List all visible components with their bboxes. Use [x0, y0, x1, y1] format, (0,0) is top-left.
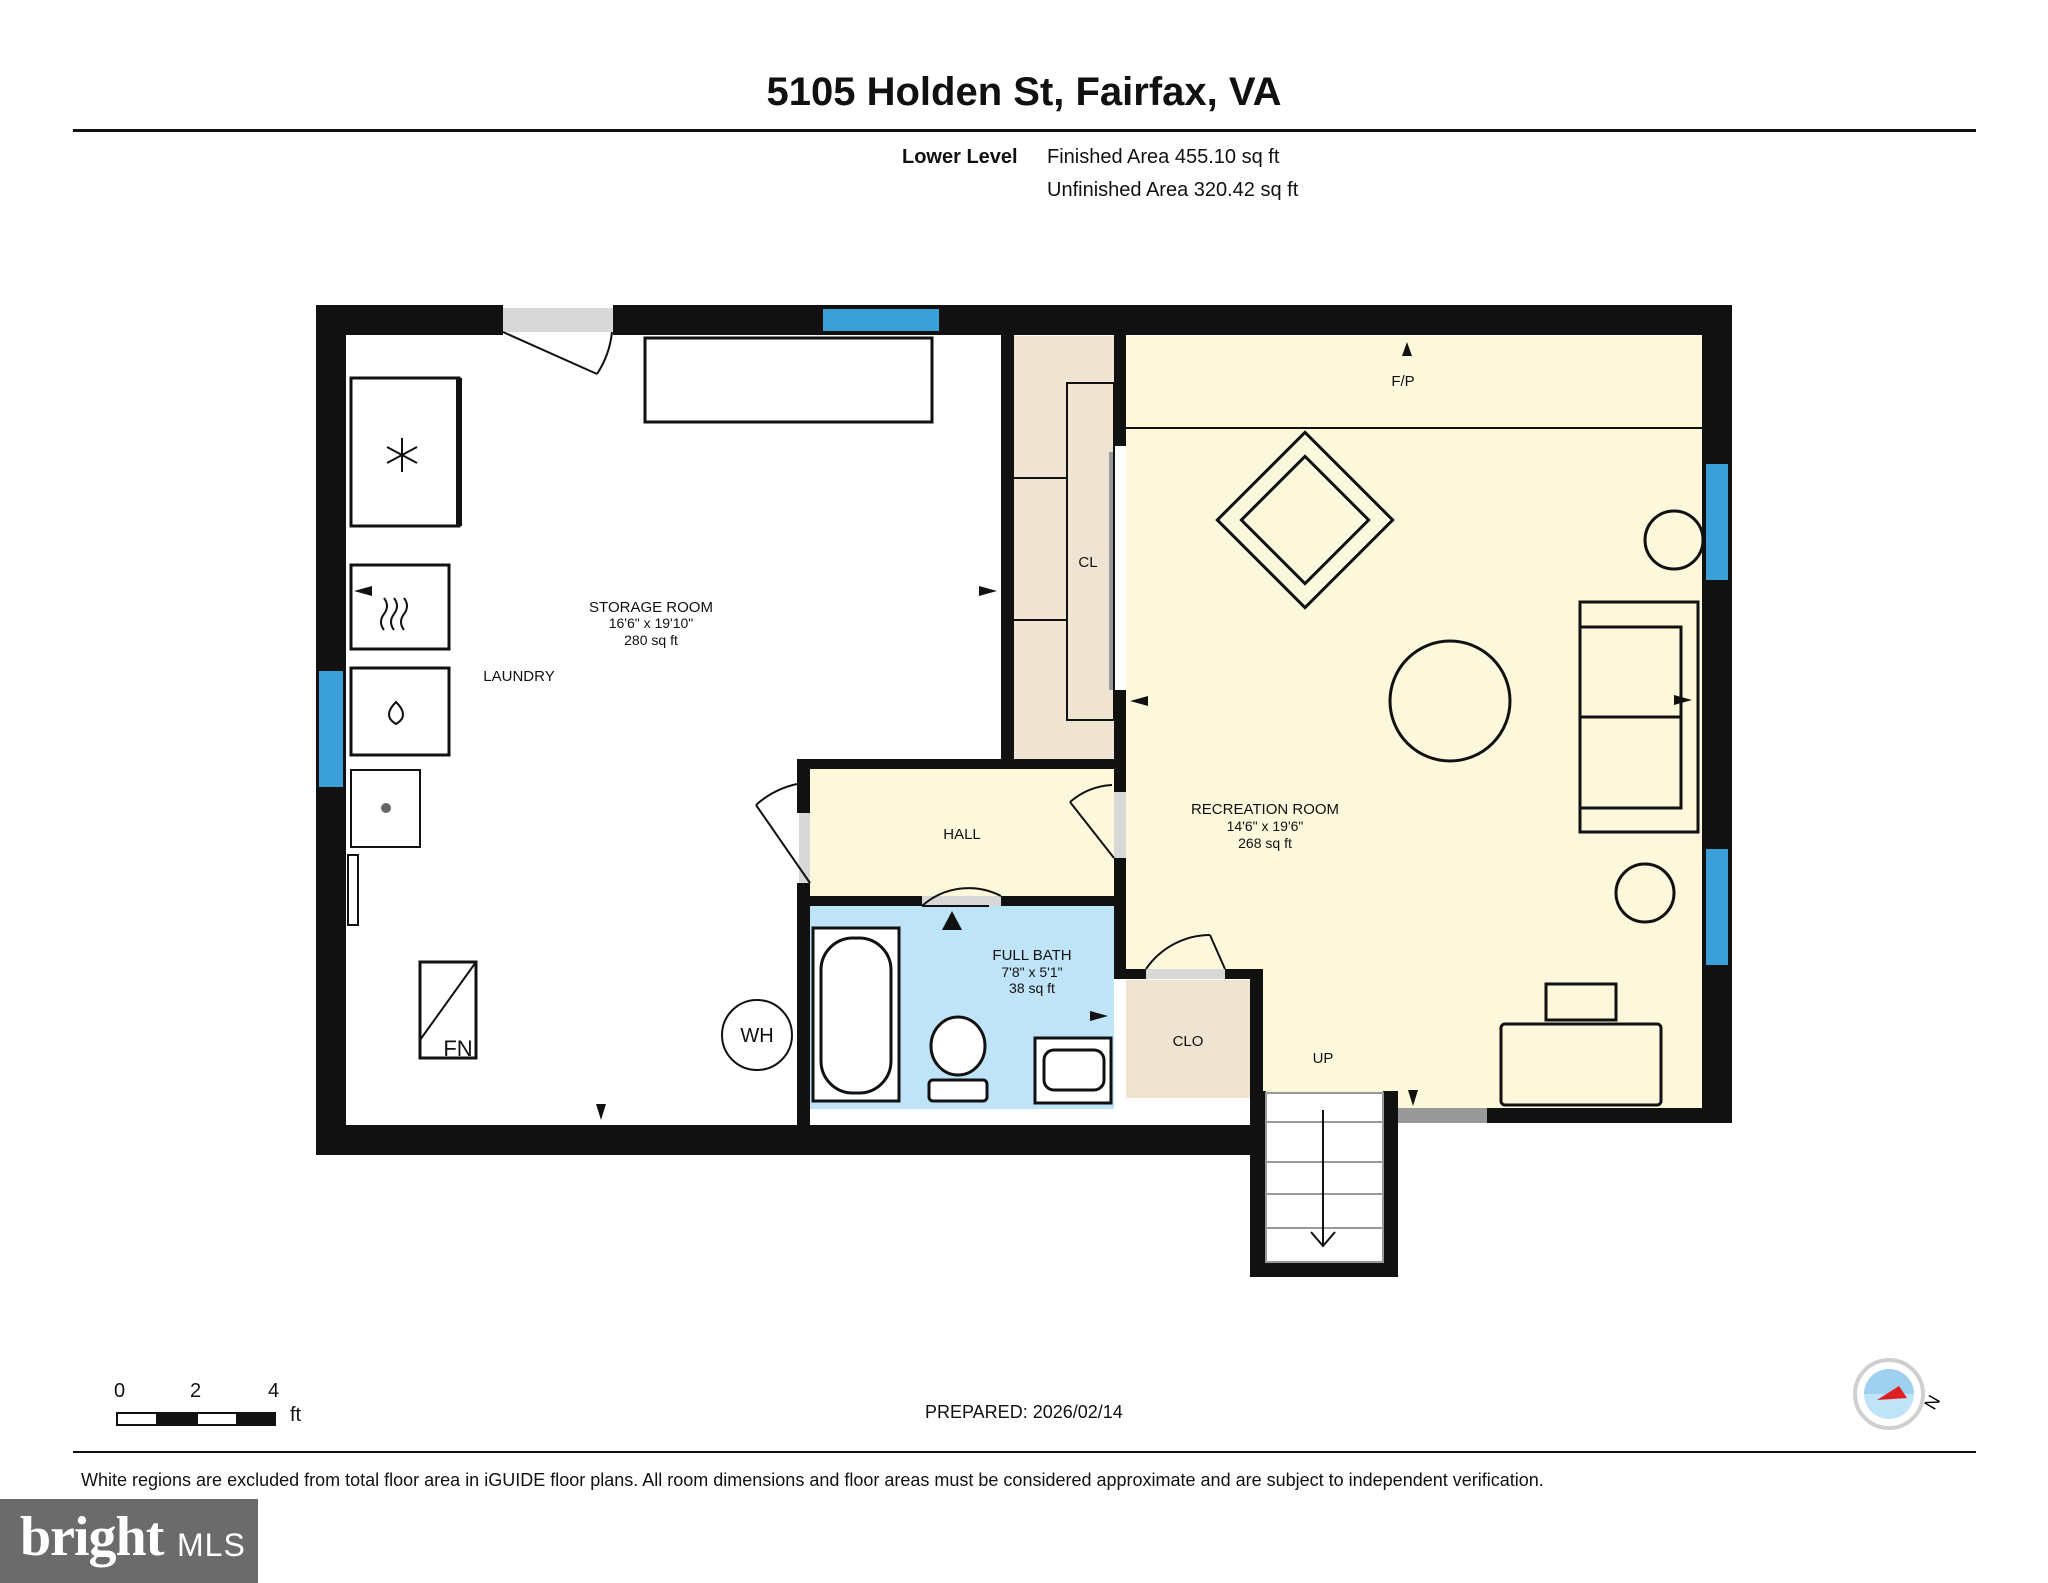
recreation-room-area: 268 sq ft: [1238, 835, 1292, 851]
compass-icon: N: [1851, 1356, 1944, 1451]
scale-tick-4: 4: [268, 1380, 280, 1402]
logo-word: bright: [20, 1506, 164, 1568]
doors: [502, 308, 1487, 1123]
furnace-label: FN: [443, 1036, 472, 1061]
clo-label: CLO: [1173, 1033, 1204, 1050]
scale-tick-0: 0: [114, 1380, 126, 1402]
laundry-fixtures: [347, 336, 934, 1071]
laundry-label: LAUNDRY: [483, 668, 554, 685]
scale-tick-2: 2: [190, 1380, 202, 1402]
disclaimer-text: White regions are excluded from total fl…: [81, 1470, 1544, 1490]
scale-unit: ft: [290, 1404, 302, 1426]
logo-mls: MLS: [177, 1527, 246, 1563]
storage-room-dims: 16'6" x 19'10": [609, 615, 694, 631]
title-rule: [73, 129, 1976, 132]
clo-fill: [1126, 980, 1250, 1098]
walls: [316, 305, 1732, 1277]
bath-fixtures: [811, 926, 1113, 1105]
closet-shelving: [1014, 382, 1115, 721]
recreation-room-dims: 14'6" x 19'6": [1227, 818, 1304, 834]
bath-area: 38 sq ft: [1009, 980, 1055, 996]
bright-mls-logo: bright MLS: [0, 1499, 258, 1583]
direction-arrows: [354, 342, 1692, 1120]
water-heater-label: WH: [740, 1025, 773, 1047]
sink-drain-icon: [381, 803, 391, 813]
hall-label: HALL: [943, 826, 981, 843]
recreation-furniture: [1215, 430, 1705, 1107]
prepared-date: PREPARED: 2026/02/14: [925, 1402, 1123, 1422]
recreation-room-name: RECREATION ROOM: [1191, 801, 1339, 818]
washer-drop-icon: [388, 700, 404, 726]
footer-rule: [73, 1451, 1976, 1453]
freezer-icon: [386, 438, 418, 472]
page-title: 5105 Holden St, Fairfax, VA: [766, 70, 1282, 114]
hall-fill: [810, 766, 1114, 898]
stairs: [1265, 1092, 1384, 1263]
fireplace-label: F/P: [1391, 373, 1414, 390]
storage-room-area: 280 sq ft: [624, 632, 678, 648]
closet-label: CL: [1078, 554, 1097, 571]
closet-fill: [1014, 336, 1114, 759]
unfinished-area: Unfinished Area 320.42 sq ft: [1047, 179, 1299, 201]
windows: [317, 307, 1730, 967]
bath-dims: 7'8" x 5'1": [1001, 964, 1062, 980]
bath-name: FULL BATH: [992, 947, 1071, 964]
up-label: UP: [1313, 1050, 1334, 1067]
storage-room-name: STORAGE ROOM: [589, 599, 713, 616]
level-label: Lower Level: [902, 146, 1018, 168]
finished-area: Finished Area 455.10 sq ft: [1047, 146, 1280, 168]
dryer-heat-icon: [380, 597, 408, 631]
